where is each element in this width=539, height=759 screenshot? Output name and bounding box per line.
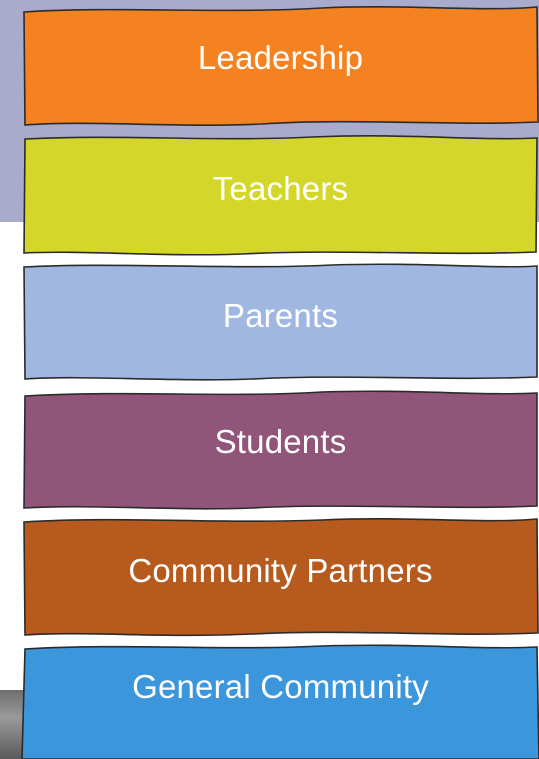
band-label: Community Partners <box>128 552 433 589</box>
band-general-community-shape <box>21 644 539 759</box>
band-parents-shape <box>23 263 538 381</box>
band-general-community: General Community <box>21 643 539 759</box>
band-community-partners-shape <box>23 518 539 637</box>
band-students-shape <box>23 390 538 510</box>
band-label: Parents <box>222 297 339 334</box>
band-label: Leadership <box>197 39 364 76</box>
band-students: Students <box>22 389 539 511</box>
band-community-partners: Community Partners <box>22 516 539 638</box>
band-teachers: Teachers <box>22 133 539 257</box>
band-label: General Community <box>132 668 429 705</box>
band-label: Students <box>214 423 347 460</box>
band-label: Teachers <box>212 170 349 207</box>
band-leadership: Leadership <box>22 4 539 128</box>
band-parents: Parents <box>22 262 539 382</box>
band-teachers-shape <box>23 135 538 256</box>
band-leadership-shape <box>23 6 539 126</box>
